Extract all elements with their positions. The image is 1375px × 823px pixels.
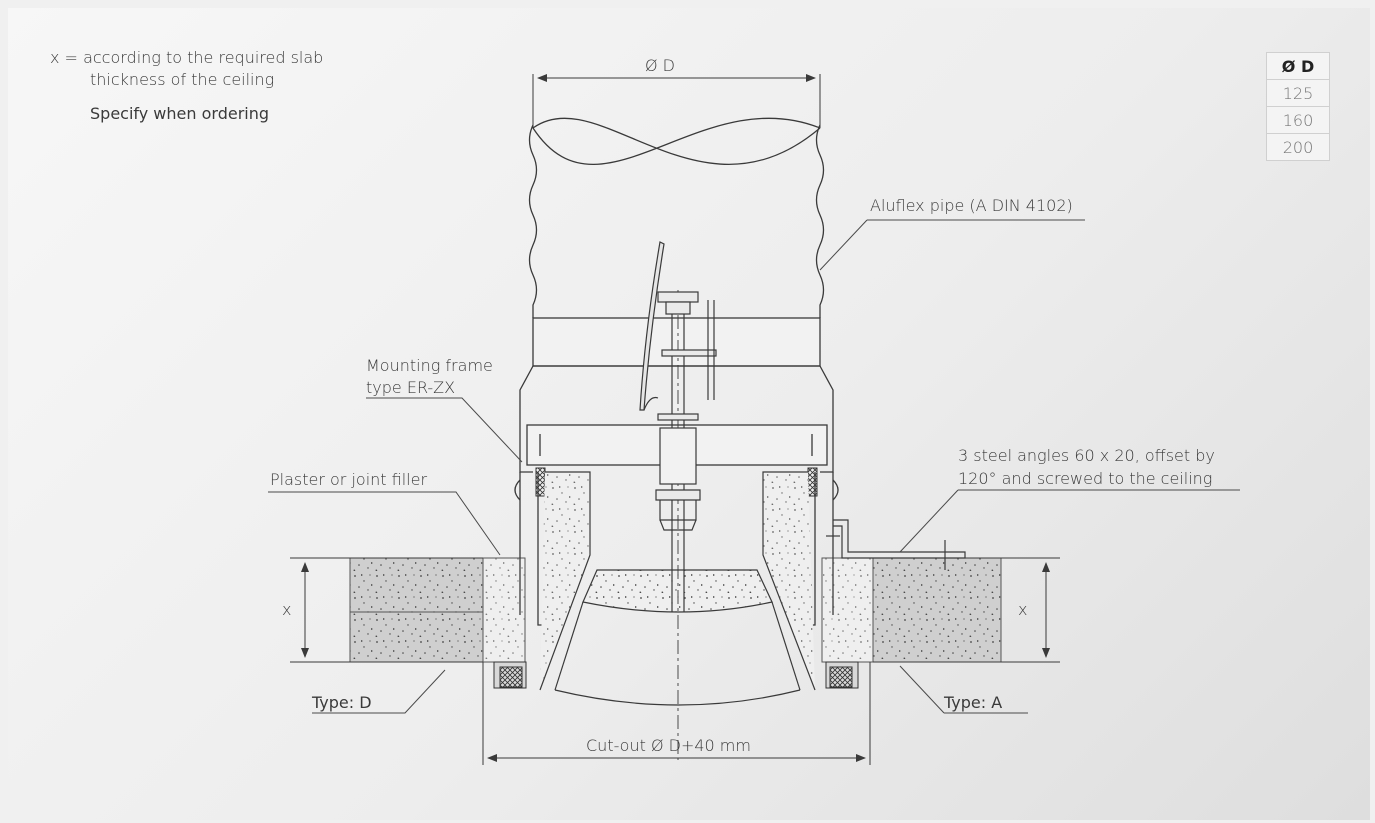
frame-label-line1: Mounting frame: [366, 356, 493, 375]
table-row: 125: [1266, 79, 1330, 107]
thickness-label-left: x: [282, 600, 292, 619]
table-row: 200: [1266, 133, 1330, 161]
table-cell: 200: [1266, 133, 1330, 161]
diameter-label: Ø D: [645, 56, 675, 75]
table-row: 160: [1266, 106, 1330, 134]
slab-right: [872, 557, 1002, 663]
table-cell: 160: [1266, 106, 1330, 134]
frame-label-line2: type ER-ZX: [366, 378, 456, 397]
thickness-label-right: x: [1018, 600, 1028, 619]
angles-label-line1: 3 steel angles 60 x 20, offset by: [958, 446, 1215, 465]
joint-filler: [482, 557, 874, 663]
specify-note: Specify when ordering: [90, 104, 270, 123]
note-x-line2: thickness of the ceiling: [90, 70, 275, 89]
inner-cone: [539, 471, 816, 706]
steel-angle: [826, 519, 966, 570]
cutout-label: Cut-out Ø D+40 mm: [586, 736, 751, 755]
slab-left: [349, 557, 484, 663]
plaster-label: Plaster or joint filler: [270, 470, 428, 489]
diameter-table: Ø D 125 160 200: [1266, 52, 1330, 161]
center-rod: [639, 241, 717, 760]
thickness-dimensions: [301, 562, 1050, 658]
cutout-dimension: [482, 662, 871, 765]
pipe-label: Aluflex pipe (A DIN 4102): [870, 196, 1073, 215]
note-x-prefix: x =: [50, 48, 78, 67]
angles-label-line2: 120° and screwed to the ceiling: [958, 469, 1213, 488]
aluflex-pipe: [528, 117, 825, 318]
table-cell: 125: [1266, 79, 1330, 107]
note-x-line1: according to the required slab: [83, 48, 324, 67]
note-x: x = according to the required slab: [50, 48, 323, 68]
type-d-label: Type: D: [312, 693, 372, 712]
type-a-label: Type: A: [944, 693, 1003, 712]
seal-rings: [493, 467, 859, 689]
diameter-dimension: [532, 74, 821, 128]
leader-lines: [268, 219, 1240, 714]
frame-bulges: [514, 479, 839, 501]
